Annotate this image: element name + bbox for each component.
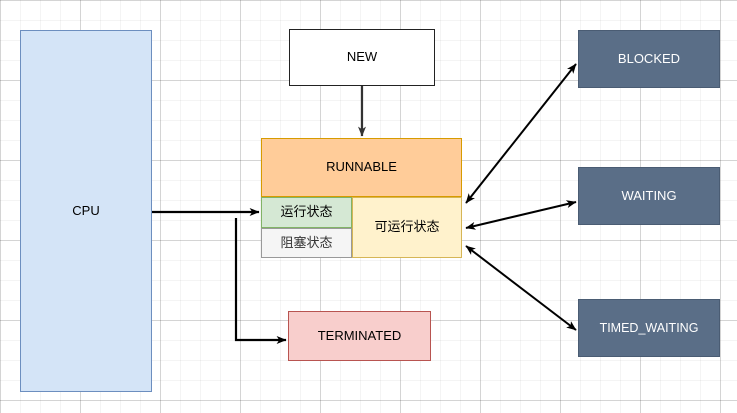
node-blocked-state[interactable]: 阻塞状态 <box>261 228 352 258</box>
node-runnable-state[interactable]: 可运行状态 <box>352 197 462 258</box>
node-runnable-state-label: 可运行状态 <box>374 219 440 235</box>
node-waiting-label: WAITING <box>621 187 677 203</box>
node-runnable-label: RUNNABLE <box>326 159 397 175</box>
node-waiting[interactable]: WAITING <box>578 167 720 225</box>
edge-runnable-state-to-blocked <box>465 63 577 204</box>
node-blocked[interactable]: BLOCKED <box>578 30 720 88</box>
node-new-label: NEW <box>346 49 378 65</box>
node-blocked-state-label: 阻塞状态 <box>280 234 333 250</box>
node-running-state[interactable]: 运行状态 <box>261 197 352 228</box>
edge-runnable-state-to-timed-waiting <box>465 245 577 331</box>
node-terminated[interactable]: TERMINATED <box>288 311 431 361</box>
node-cpu-label: CPU <box>72 203 100 218</box>
edge-runnable-state-to-waiting <box>465 200 577 230</box>
node-terminated-label: TERMINATED <box>317 327 402 343</box>
node-blocked-label: BLOCKED <box>617 50 681 66</box>
node-new[interactable]: NEW <box>289 29 435 86</box>
node-timed-waiting-label: TIMED_WAITING <box>599 320 699 335</box>
node-timed-waiting[interactable]: TIMED_WAITING <box>578 299 720 357</box>
node-running-state-label: 运行状态 <box>280 204 333 220</box>
node-cpu[interactable]: CPU <box>20 30 152 392</box>
node-runnable[interactable]: RUNNABLE <box>261 138 462 197</box>
